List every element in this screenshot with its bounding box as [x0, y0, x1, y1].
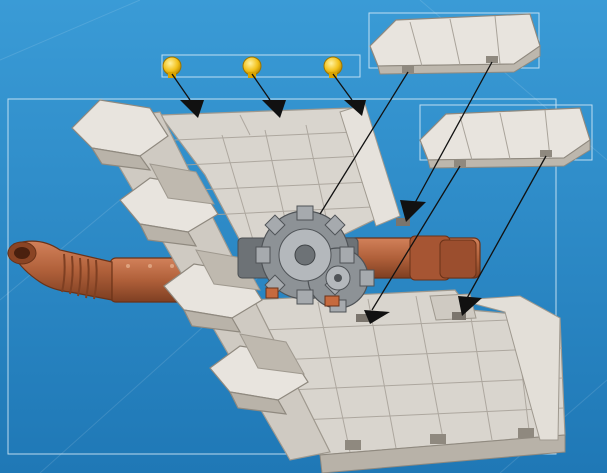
wall-cap-2: [420, 108, 590, 168]
wall-cap-1: [370, 14, 540, 74]
